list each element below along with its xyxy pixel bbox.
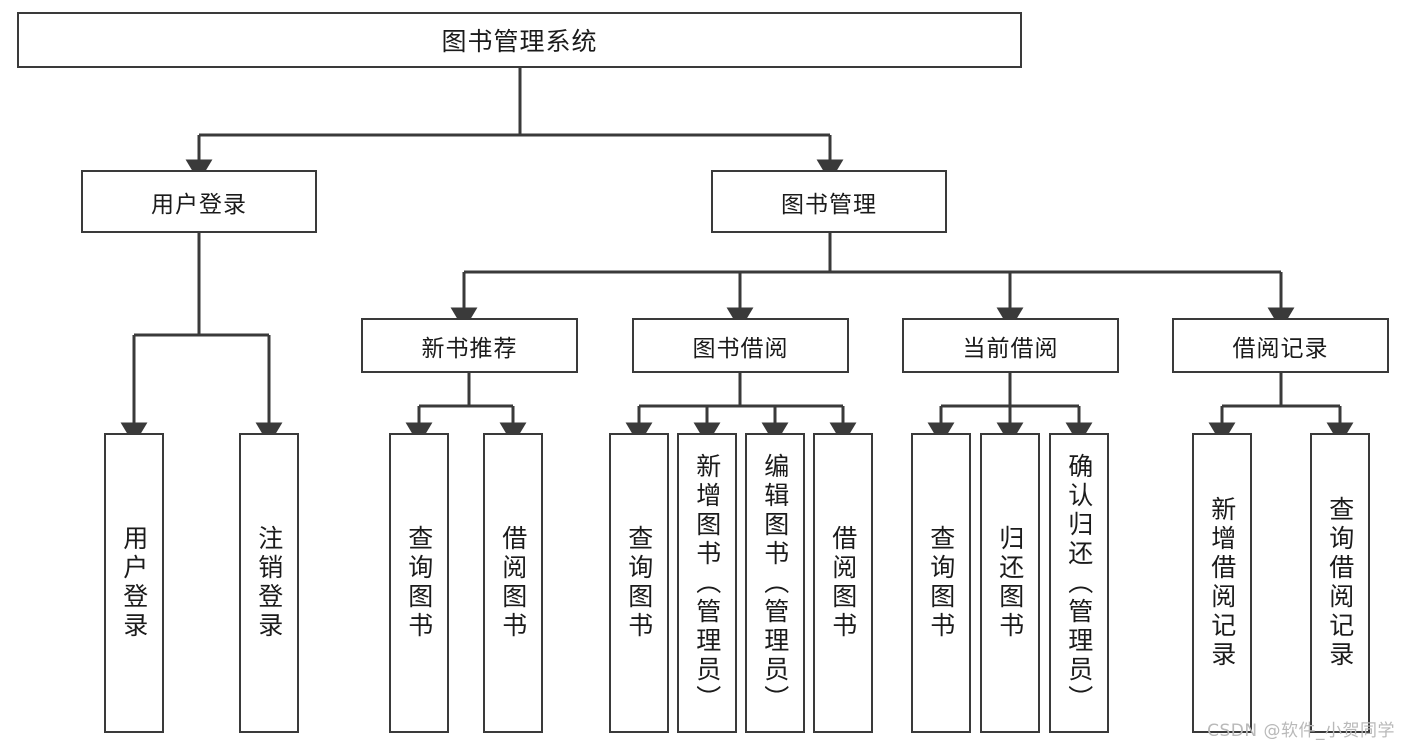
node-book-borrow[interactable]: 图书借阅	[632, 318, 849, 373]
leaf-label: 查询图书	[404, 525, 434, 641]
leaf-add-book-admin[interactable]: 新增图书（管理员）	[677, 433, 737, 733]
leaf-borrow-book[interactable]: 借阅图书	[813, 433, 873, 733]
node-book-management[interactable]: 图书管理	[711, 170, 947, 233]
leaf-label: 借阅图书	[828, 525, 858, 641]
node-root-system[interactable]: 图书管理系统	[17, 12, 1022, 68]
leaf-label: 编辑图书（管理员）	[760, 452, 790, 714]
leaf-label: 借阅图书	[498, 525, 528, 641]
leaf-label: 查询图书	[926, 525, 956, 641]
node-user-login[interactable]: 用户登录	[81, 170, 317, 233]
leaf-label: 注销登录	[254, 525, 284, 641]
node-new-book-recommend[interactable]: 新书推荐	[361, 318, 578, 373]
leaf-query-book-borrow[interactable]: 查询图书	[609, 433, 669, 733]
leaf-edit-book-admin[interactable]: 编辑图书（管理员）	[745, 433, 805, 733]
node-borrow-record[interactable]: 借阅记录	[1172, 318, 1389, 373]
watermark-text: CSDN @软件_小贺同学	[1207, 721, 1395, 741]
leaf-query-borrow-record[interactable]: 查询借阅记录	[1310, 433, 1370, 733]
leaf-query-book-recommend[interactable]: 查询图书	[389, 433, 449, 733]
leaf-borrow-book-recommend[interactable]: 借阅图书	[483, 433, 543, 733]
leaf-label: 归还图书	[995, 525, 1025, 641]
leaf-add-borrow-record[interactable]: 新增借阅记录	[1192, 433, 1252, 733]
leaf-query-book-current[interactable]: 查询图书	[911, 433, 971, 733]
leaf-label: 新增借阅记录	[1207, 496, 1237, 670]
leaf-user-logout[interactable]: 注销登录	[239, 433, 299, 733]
leaf-label: 确认归还（管理员）	[1064, 452, 1094, 714]
leaf-label: 查询图书	[624, 525, 654, 641]
leaf-confirm-return-admin[interactable]: 确认归还（管理员）	[1049, 433, 1109, 733]
leaf-label: 查询借阅记录	[1325, 496, 1355, 670]
node-current-borrow[interactable]: 当前借阅	[902, 318, 1119, 373]
leaf-label: 用户登录	[119, 525, 149, 641]
leaf-return-book[interactable]: 归还图书	[980, 433, 1040, 733]
leaf-label: 新增图书（管理员）	[692, 452, 722, 714]
leaf-user-login[interactable]: 用户登录	[104, 433, 164, 733]
